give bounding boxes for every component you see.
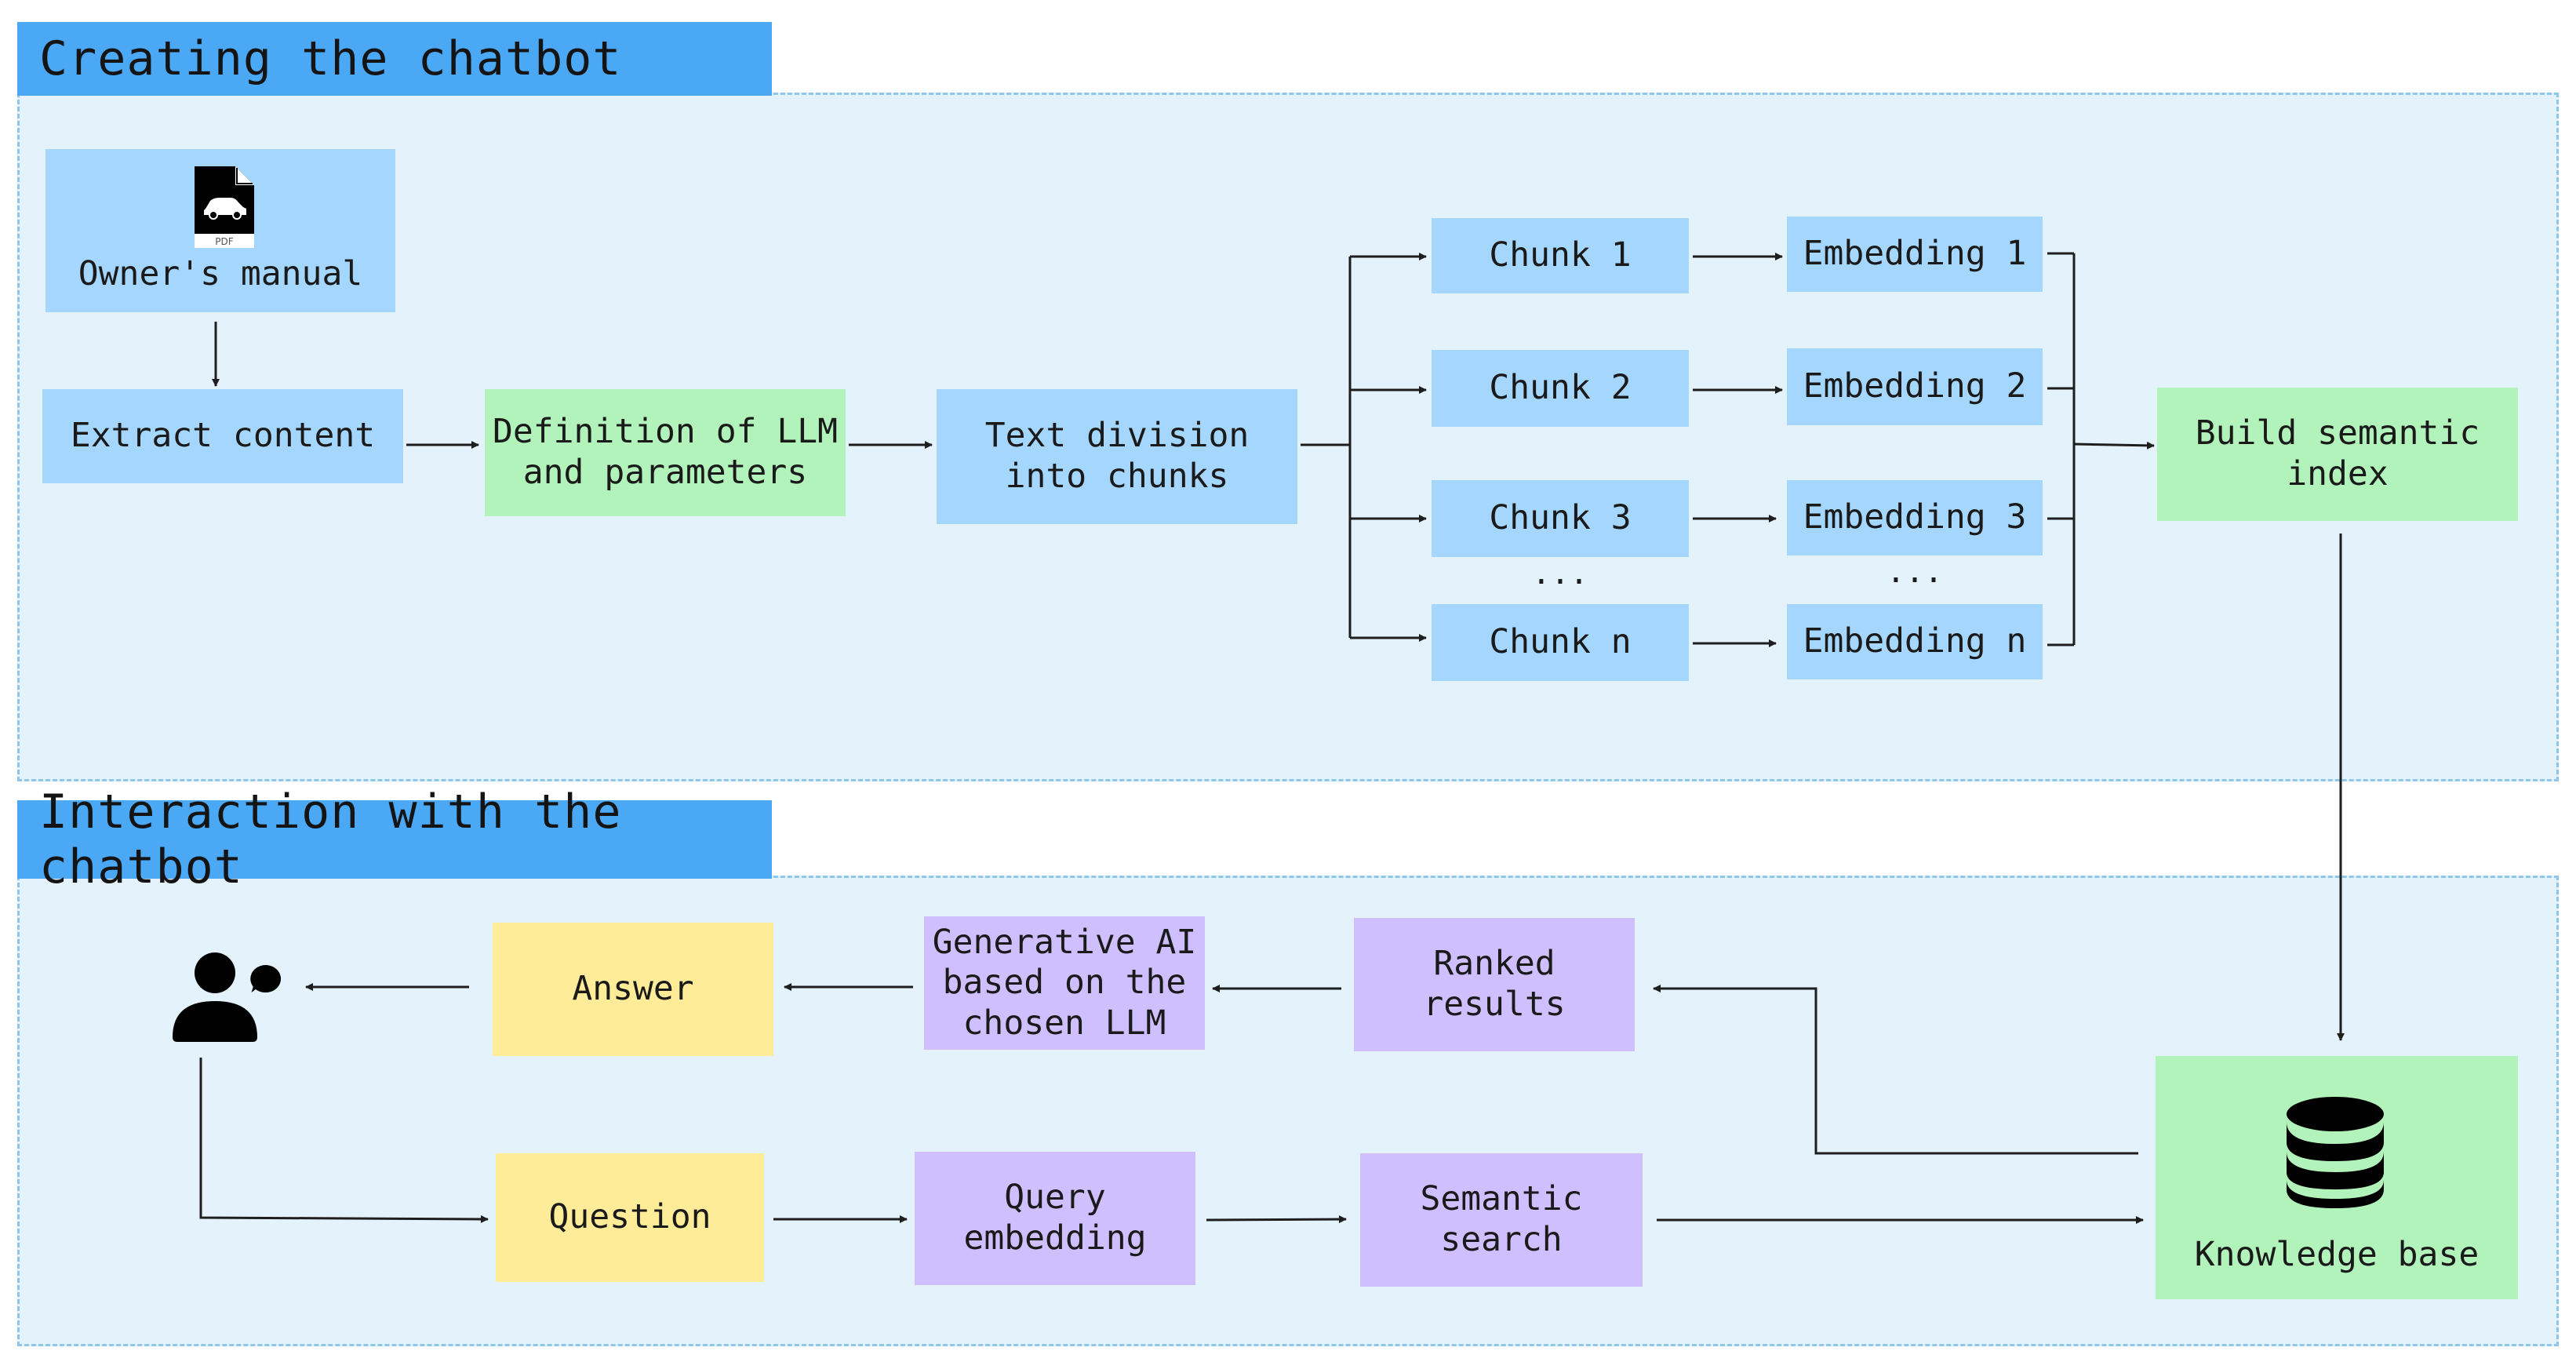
chunk-1-node: Chunk 1 bbox=[1432, 218, 1689, 293]
arrow-to-build-index bbox=[2073, 441, 2155, 450]
pdf-label: PDF bbox=[215, 236, 233, 247]
ranked-results-node: Ranked results bbox=[1354, 918, 1635, 1051]
generative-ai-node: Generative AI based on the chosen LLM bbox=[924, 916, 1205, 1050]
arrow-user-to-question bbox=[199, 1058, 489, 1223]
knowledge-base-label: Knowledge base bbox=[2194, 1235, 2480, 1275]
owners-manual-label: Owner's manual bbox=[78, 254, 363, 294]
database-icon bbox=[2284, 1095, 2386, 1210]
embedding-3-node: Embedding 3 bbox=[1787, 480, 2043, 555]
embedding-1-node: Embedding 1 bbox=[1787, 217, 2043, 292]
build-semantic-index-node: Build semantic index bbox=[2157, 388, 2518, 521]
fan-division-to-chunks bbox=[1301, 257, 1352, 638]
chunk-3-node: Chunk 3 bbox=[1432, 480, 1689, 557]
pdf-file-car-icon: PDF bbox=[191, 163, 257, 249]
question-node: Question bbox=[496, 1153, 764, 1282]
interaction-panel bbox=[17, 876, 2559, 1346]
arrow-knowledge-base-to-ranked bbox=[1653, 985, 2138, 1155]
definition-llm-node: Definition of LLM and parameters bbox=[485, 389, 846, 516]
chunk-ellipsis: ... bbox=[1531, 555, 1589, 592]
embedding-n-node: Embedding n bbox=[1787, 604, 2043, 679]
arrow-query-to-search bbox=[1206, 1215, 1347, 1224]
answer-node: Answer bbox=[493, 923, 773, 1056]
embedding-2-node: Embedding 2 bbox=[1787, 348, 2043, 425]
section-title-interaction: Interaction with the chatbot bbox=[17, 785, 772, 894]
chunk-n-node: Chunk n bbox=[1432, 604, 1689, 681]
embedding-ellipsis: ... bbox=[1886, 554, 1944, 590]
merge-embeddings bbox=[2047, 252, 2076, 646]
text-division-node: Text division into chunks bbox=[937, 389, 1297, 524]
chunk-2-node: Chunk 2 bbox=[1432, 350, 1689, 427]
users-chat-icon bbox=[169, 946, 287, 1043]
semantic-search-node: Semantic search bbox=[1360, 1153, 1643, 1287]
query-embedding-node: Query embedding bbox=[915, 1152, 1195, 1285]
section-title-creating: Creating the chatbot bbox=[17, 22, 772, 96]
extract-content-node: Extract content bbox=[42, 389, 403, 483]
